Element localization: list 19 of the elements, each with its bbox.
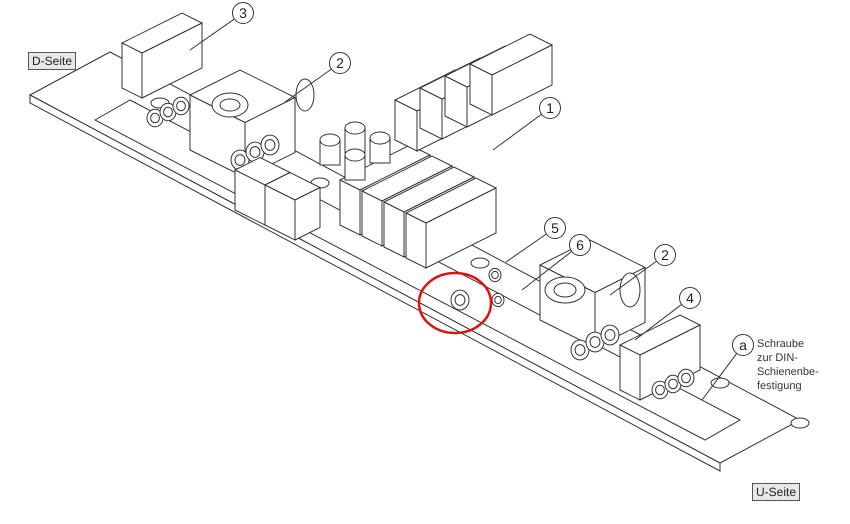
callout-number: a bbox=[732, 334, 754, 356]
callout-number: 6 bbox=[569, 234, 591, 256]
leader-line bbox=[610, 260, 657, 296]
leader-line bbox=[634, 304, 682, 340]
leader-line bbox=[284, 68, 332, 102]
note-text: Schraube zur DIN- Schienenbe- festigung bbox=[757, 337, 819, 393]
callout-number: 4 bbox=[679, 287, 701, 309]
leader-line bbox=[702, 353, 737, 400]
leader-line bbox=[190, 18, 234, 50]
callout-number: 5 bbox=[544, 217, 566, 239]
leader-line bbox=[522, 251, 572, 290]
callout-number: 2 bbox=[654, 244, 676, 266]
side-label: D-Seite bbox=[28, 52, 76, 70]
callout-number: 1 bbox=[539, 97, 561, 119]
leader-line bbox=[506, 234, 546, 262]
leader-line bbox=[492, 114, 542, 150]
side-label: U-Seite bbox=[752, 483, 800, 501]
callout-number: 3 bbox=[232, 2, 254, 24]
callout-number: 2 bbox=[329, 52, 351, 74]
